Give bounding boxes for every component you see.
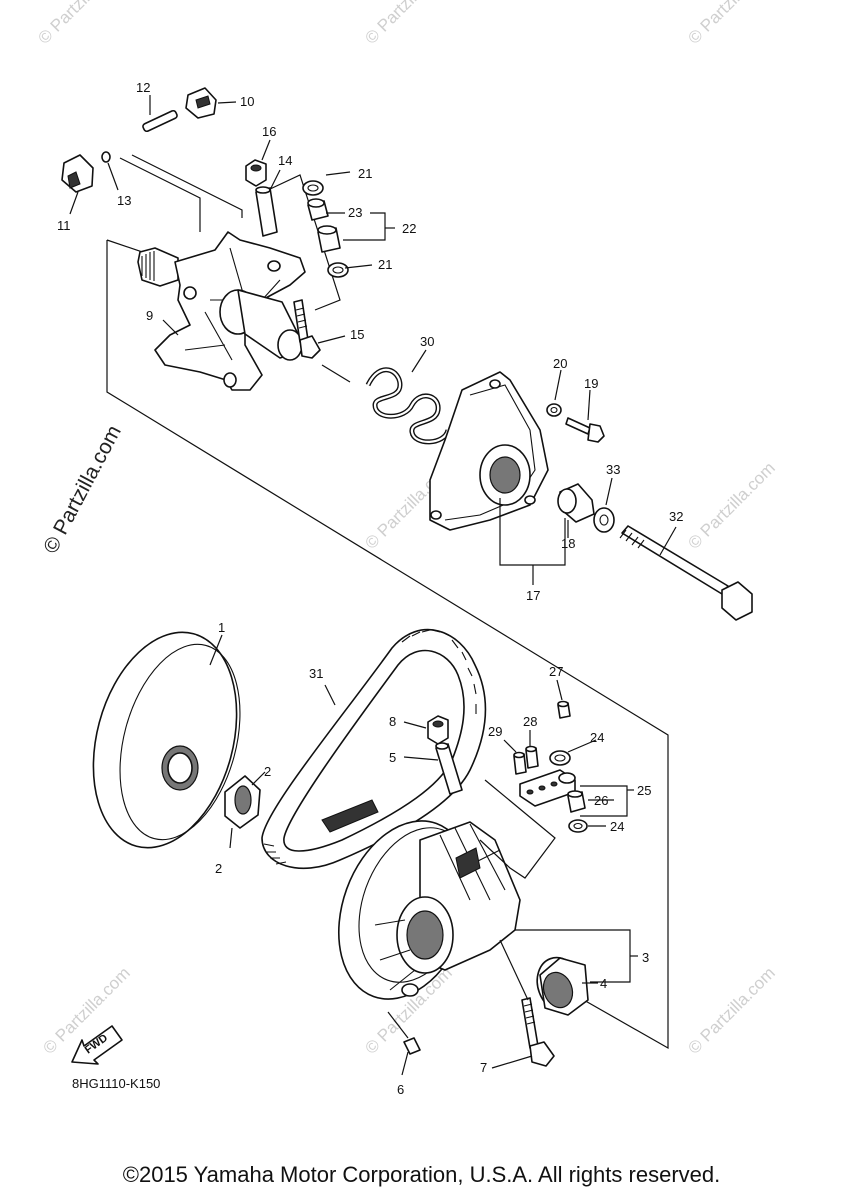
part-21-washer-bottom [327,262,349,278]
part-13-clip [101,151,111,163]
watermark: © Partzilla.com [34,0,128,48]
watermark: © Partzilla.com [684,0,778,48]
part-24-washer-top [549,750,571,766]
callout-25: 25 [637,783,651,798]
part-12-pin [142,109,178,133]
part-4-bushing [536,956,589,1016]
callout-2: 2 [264,764,271,779]
part-32-bolt [619,525,753,621]
callout-2: 2 [215,861,222,876]
callout-7: 7 [480,1060,487,1075]
callout-31: 31 [309,666,323,681]
callout-21: 21 [378,257,392,272]
callout-21: 21 [358,166,372,181]
part-5-collar [435,742,463,795]
callout-12: 12 [136,80,150,95]
part-29-screw [513,751,527,775]
callouts: 12 10 16 14 21 13 11 23 22 21 9 15 30 20… [57,80,683,1097]
watermark: © Partzilla.com [684,963,778,1057]
callout-30: 30 [420,334,434,349]
callout-19: 19 [584,376,598,391]
callout-23: 23 [348,205,362,220]
callout-15: 15 [350,327,364,342]
copyright-notice: ©2015 Yamaha Motor Corporation, U.S.A. A… [122,1162,721,1187]
callout-33: 33 [606,462,620,477]
part-2-spacer [224,775,261,829]
callout-8: 8 [389,714,396,729]
callout-16: 16 [262,124,276,139]
callout-5: 5 [389,750,396,765]
part-27-screw [557,700,571,719]
part-14-collar [255,186,278,237]
part-30-spring [365,367,451,445]
part-31-belt [261,628,487,869]
part-33-washer [593,507,615,533]
callout-11: 11 [57,218,71,233]
callout-24: 24 [590,730,604,745]
watermark-main: © Partzilla.com [39,422,126,558]
callout-10: 10 [240,94,254,109]
part-11-slider [61,154,94,193]
callout-27: 27 [549,664,563,679]
part-10-slider [185,87,217,119]
part-23-roller [307,198,341,253]
diagram-code: 8HG1110-K150 [72,1076,161,1091]
callout-6: 6 [397,1082,404,1097]
callout-17: 17 [526,588,540,603]
part-9-movable-sheave [137,231,306,391]
callout-22: 22 [402,221,416,236]
part-24-washer-bottom [568,819,588,833]
callout-20: 20 [553,356,567,371]
part-15-bolt [293,299,321,359]
part-3-movable-sheave [337,820,521,1000]
part-28-screw [525,745,539,769]
watermark: © Partzilla.com [684,458,778,552]
fwd-arrow-icon: FWD [71,1025,123,1065]
part-18-bushing [557,483,595,523]
callout-13: 13 [117,193,131,208]
callout-3: 3 [642,950,649,965]
part-8-nut [427,715,449,745]
callout-26: 26 [594,793,608,808]
callout-28: 28 [523,714,537,729]
callout-1: 1 [218,620,225,635]
callout-24: 24 [610,819,624,834]
callout-14: 14 [278,153,292,168]
callout-9: 9 [146,308,153,323]
part-19-bolt [565,417,605,443]
callout-4: 4 [600,976,607,991]
callout-32: 32 [669,509,683,524]
part-20-washer [546,403,562,417]
part-21-washer-top [302,180,324,196]
watermark: © Partzilla.com [361,0,455,48]
part-16-nut [245,159,267,187]
callout-18: 18 [561,536,575,551]
leader-lines [69,95,677,1076]
part-17-spring-cover [429,371,549,531]
callout-29: 29 [488,724,502,739]
part-6-plug [403,1037,421,1055]
part-25-weight-plate [519,769,576,807]
part-1-fixed-sheave [92,631,241,849]
part-26-roller [567,790,586,813]
